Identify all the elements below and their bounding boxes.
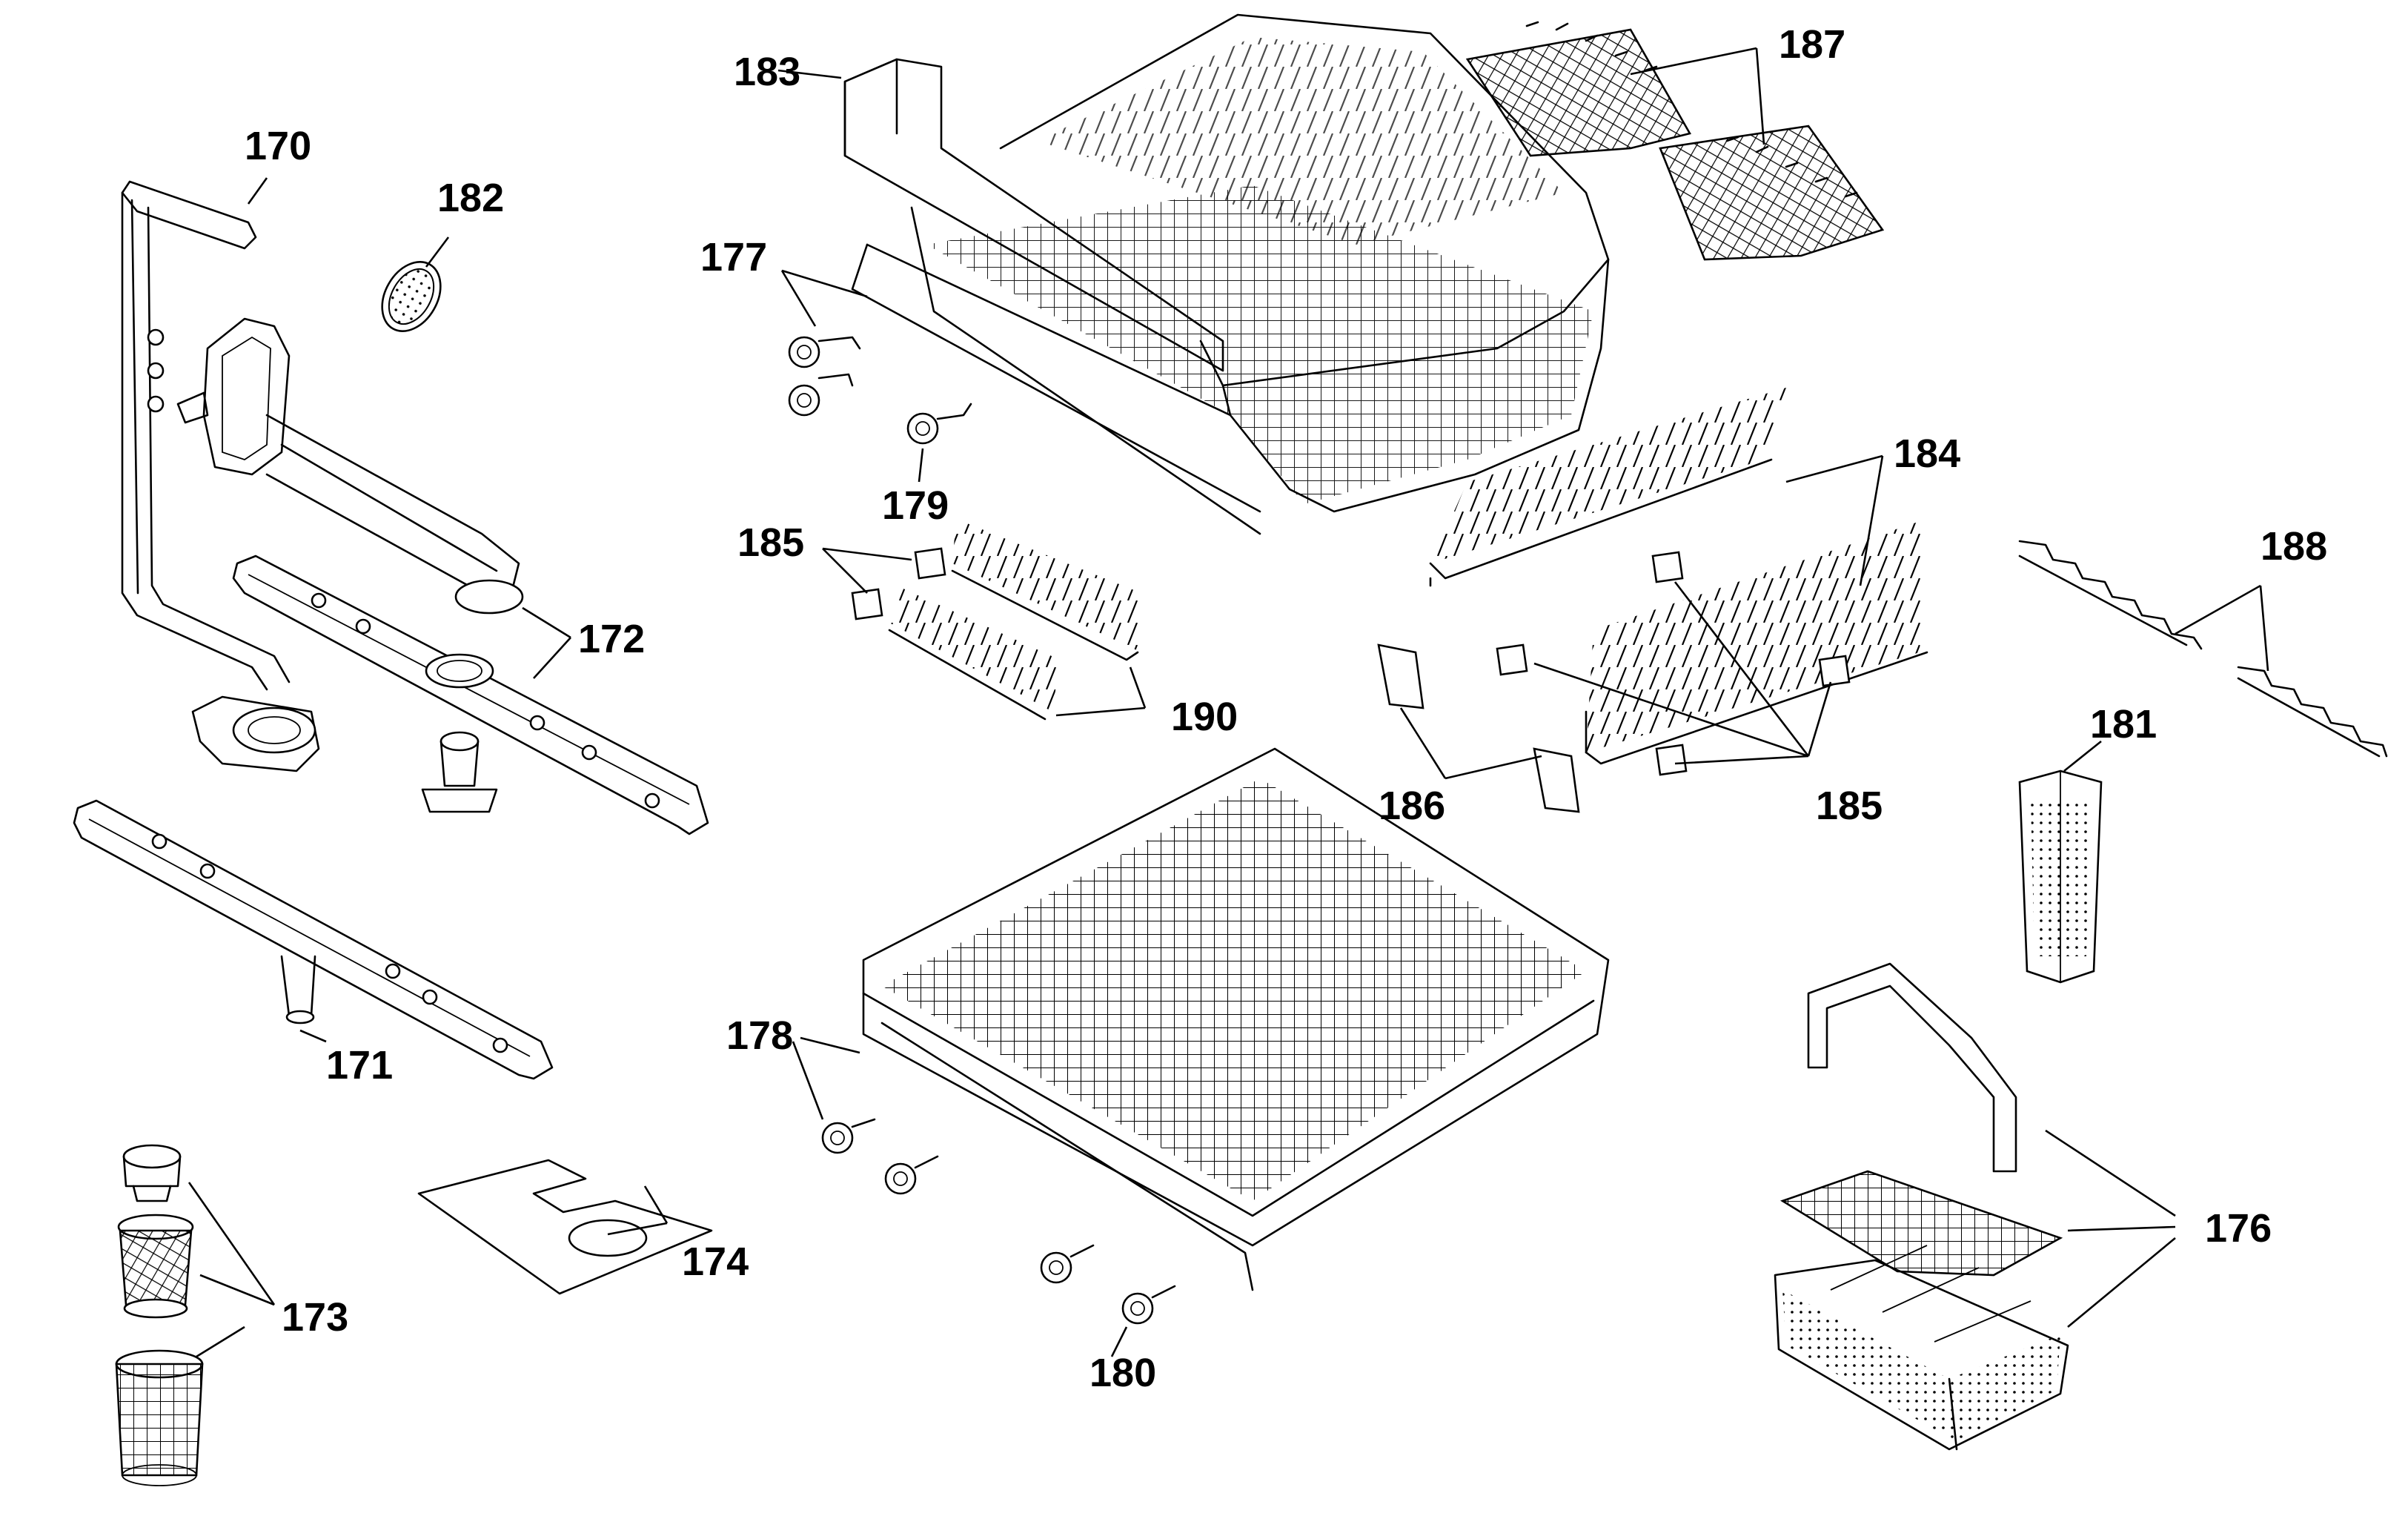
supply-tube-170 xyxy=(121,180,320,772)
label-184: 184 xyxy=(1894,431,1960,476)
leader-lines xyxy=(188,47,2269,1358)
wheels-180 xyxy=(1040,1244,1176,1325)
label-171: 171 xyxy=(326,1043,393,1088)
spray-arm-172 xyxy=(232,555,709,835)
cutlery-basket-176 xyxy=(1774,962,2069,1451)
label-170: 170 xyxy=(245,124,311,168)
tine-rows-184 xyxy=(1429,385,1928,765)
spray-arm-171 xyxy=(73,799,554,1080)
combs-188 xyxy=(2018,540,2388,758)
label-180: 180 xyxy=(1089,1351,1156,1395)
label-177: 177 xyxy=(700,235,767,279)
label-181: 181 xyxy=(2090,702,2157,747)
cutlery-cup-181 xyxy=(2018,769,2103,984)
brackets-186 xyxy=(1377,643,1580,813)
label-187: 187 xyxy=(1779,22,1845,67)
part-labels: 170 182 172 171 173 174 183 177 179 185 … xyxy=(245,22,2327,1395)
grates-187 xyxy=(1465,21,1885,261)
label-172: 172 xyxy=(578,617,645,661)
plate-174 xyxy=(417,1159,713,1295)
label-174: 174 xyxy=(682,1239,749,1284)
wheels-177 xyxy=(788,336,861,417)
label-182: 182 xyxy=(437,176,504,220)
lower-rack xyxy=(862,747,1610,1291)
label-179: 179 xyxy=(882,483,949,528)
tine-strips-190 xyxy=(888,519,1141,721)
label-183: 183 xyxy=(734,50,800,94)
nozzle-182 xyxy=(381,260,442,333)
upper-rack-183 xyxy=(843,13,1610,535)
label-190: 190 xyxy=(1171,695,1238,739)
wheel-179 xyxy=(906,403,972,445)
label-176: 176 xyxy=(2205,1206,2272,1251)
label-173: 173 xyxy=(282,1295,348,1340)
upper-spray-bracket xyxy=(176,317,524,615)
label-178: 178 xyxy=(726,1013,793,1058)
label-188: 188 xyxy=(2261,524,2327,569)
clips-185 xyxy=(851,547,1851,776)
wheels-178 xyxy=(821,1118,939,1195)
label-185-right: 185 xyxy=(1816,784,1883,828)
filters-173 xyxy=(115,1144,204,1486)
label-185-left: 185 xyxy=(737,520,804,565)
label-186: 186 xyxy=(1379,784,1445,828)
